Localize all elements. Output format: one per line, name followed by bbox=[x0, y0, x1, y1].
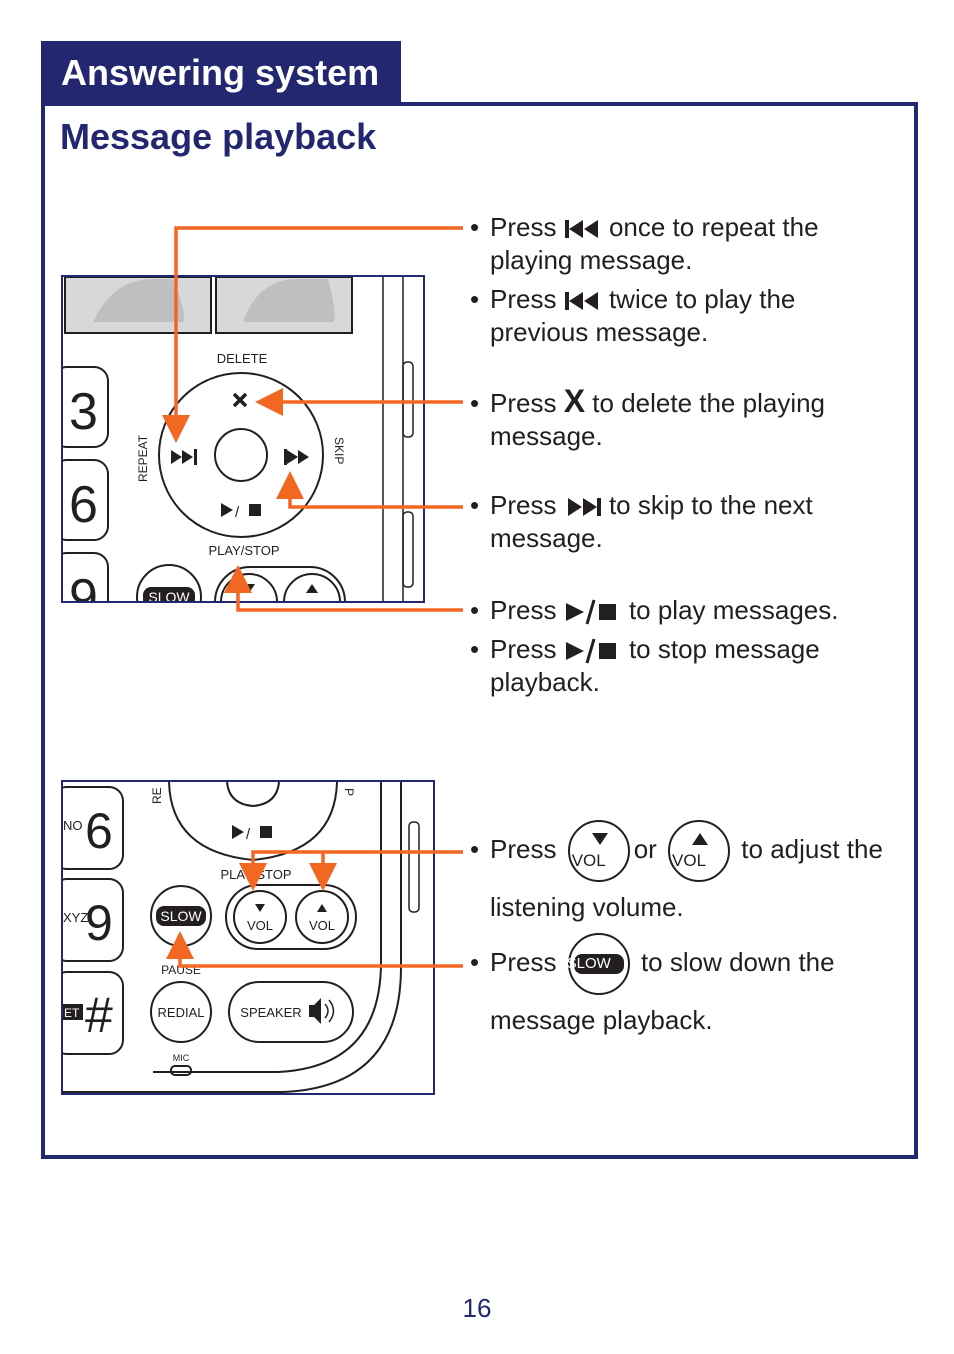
slow-pill bbox=[143, 587, 195, 601]
nav-center-partial bbox=[226, 782, 280, 808]
play-stop-icon bbox=[564, 638, 622, 664]
key-6-letters: NO bbox=[63, 818, 83, 833]
key-hash-pill bbox=[63, 1004, 83, 1020]
speaker-label: SPEAKER bbox=[240, 1005, 301, 1020]
rewind-icon bbox=[171, 450, 193, 464]
phone-keypad-illustration-2: NO 6 XYZ 9 ET # RE P / PLAY/STOP SLOW PA… bbox=[63, 782, 420, 1093]
vol-up-arrow-icon bbox=[317, 904, 327, 912]
key-hash-label: # bbox=[85, 987, 113, 1043]
vol-down-label: VOL bbox=[247, 918, 273, 933]
top-panel-left-shade bbox=[93, 279, 185, 322]
skip-partial-label: P bbox=[342, 788, 356, 796]
stop-icon bbox=[249, 504, 261, 516]
page-heading: Message playback bbox=[60, 116, 377, 157]
speaker-waves bbox=[324, 999, 335, 1023]
key-6-label: 6 bbox=[85, 803, 113, 859]
pause-label: PAUSE bbox=[161, 963, 201, 977]
page-number: 16 bbox=[462, 1293, 492, 1323]
play-stop-slash: / bbox=[235, 504, 240, 521]
key-9 bbox=[63, 878, 124, 962]
x-icon: X bbox=[563, 383, 586, 419]
slow-label: SLOW bbox=[148, 589, 190, 603]
instruction-volume: •Press VOL or VOL to adjust the listenin… bbox=[470, 820, 890, 932]
phone-figure-playback: 3 6 9 DELETE REPEAT SKIP PLAY/STOP / SLO… bbox=[61, 275, 425, 603]
side-button-2 bbox=[402, 511, 414, 588]
ff-bar bbox=[284, 449, 287, 465]
instruction-play: •Press to play messages. bbox=[470, 595, 839, 625]
vol-up-button-icon: VOL bbox=[668, 820, 731, 882]
fast-forward-icon bbox=[564, 496, 602, 518]
key-9-label: 9 bbox=[85, 895, 113, 951]
instruction-repeat-once: •Press once to repeat the playing messag… bbox=[470, 212, 819, 275]
key-6 bbox=[63, 459, 109, 541]
fast-forward-icon bbox=[287, 450, 309, 464]
skip-label: SKIP bbox=[332, 437, 346, 464]
vol-down-arrow-icon bbox=[255, 904, 265, 912]
content-frame bbox=[41, 102, 918, 1159]
vol-down-button-icon: VOL bbox=[567, 820, 630, 882]
speaker-icon bbox=[309, 998, 321, 1024]
delete-label: DELETE bbox=[217, 351, 268, 366]
nav-center bbox=[214, 428, 268, 482]
vol-up-label: VOL bbox=[309, 918, 335, 933]
instruction-delete: •Press X to delete the playing message. bbox=[470, 383, 826, 452]
key-6 bbox=[63, 786, 124, 870]
mic-icon bbox=[170, 1065, 192, 1076]
side-button bbox=[408, 821, 420, 913]
repeat-partial-label: RE bbox=[150, 787, 164, 804]
stop-icon bbox=[260, 826, 272, 838]
play-stop-slash: / bbox=[246, 826, 251, 843]
play-icon bbox=[232, 825, 244, 839]
rewind-icon bbox=[564, 290, 602, 312]
rewind-bar bbox=[194, 449, 197, 465]
play-stop-label: PLAY/STOP bbox=[208, 543, 279, 558]
play-stop-label: PLAY/STOP bbox=[220, 867, 291, 882]
side-button-1 bbox=[402, 361, 414, 438]
section-tab: Answering system bbox=[41, 41, 401, 105]
phone-keypad-illustration: 3 6 9 DELETE REPEAT SKIP PLAY/STOP / SLO… bbox=[63, 277, 414, 603]
speaker-button bbox=[228, 981, 354, 1043]
instruction-stop: •Press to stop message playback. bbox=[470, 634, 820, 697]
key-hash bbox=[63, 971, 124, 1055]
repeat-label: REPEAT bbox=[136, 434, 150, 482]
key-9-letters: XYZ bbox=[63, 910, 88, 925]
key-hash-letters: ET bbox=[64, 1006, 80, 1020]
redial-button bbox=[150, 981, 212, 1043]
vol-down-button bbox=[233, 890, 287, 944]
vol-up-button bbox=[295, 890, 349, 944]
play-stop-icon bbox=[564, 599, 622, 625]
slow-button-icon: SLOW bbox=[567, 933, 630, 995]
instruction-skip: •Press to skip to the next message. bbox=[470, 490, 813, 553]
instruction-slow: •Press SLOW to slow down the message pla… bbox=[470, 933, 890, 1045]
key-9 bbox=[63, 552, 109, 601]
instruction-repeat-twice: •Press twice to play the previous messag… bbox=[470, 284, 796, 347]
nav-ring-partial bbox=[168, 782, 338, 862]
key-3 bbox=[63, 366, 109, 448]
mic-label: MIC bbox=[173, 1053, 190, 1063]
key-3-label: 3 bbox=[69, 383, 98, 441]
slow-label: SLOW bbox=[160, 908, 202, 924]
rewind-icon bbox=[564, 218, 602, 240]
redial-label: REDIAL bbox=[158, 1005, 205, 1020]
play-icon bbox=[221, 503, 233, 517]
key-9-label: 9 bbox=[69, 569, 98, 603]
phone-figure-volume: NO 6 XYZ 9 ET # RE P / PLAY/STOP SLOW PA… bbox=[61, 780, 435, 1095]
slow-pill bbox=[156, 906, 206, 926]
key-6-label: 6 bbox=[69, 476, 98, 534]
